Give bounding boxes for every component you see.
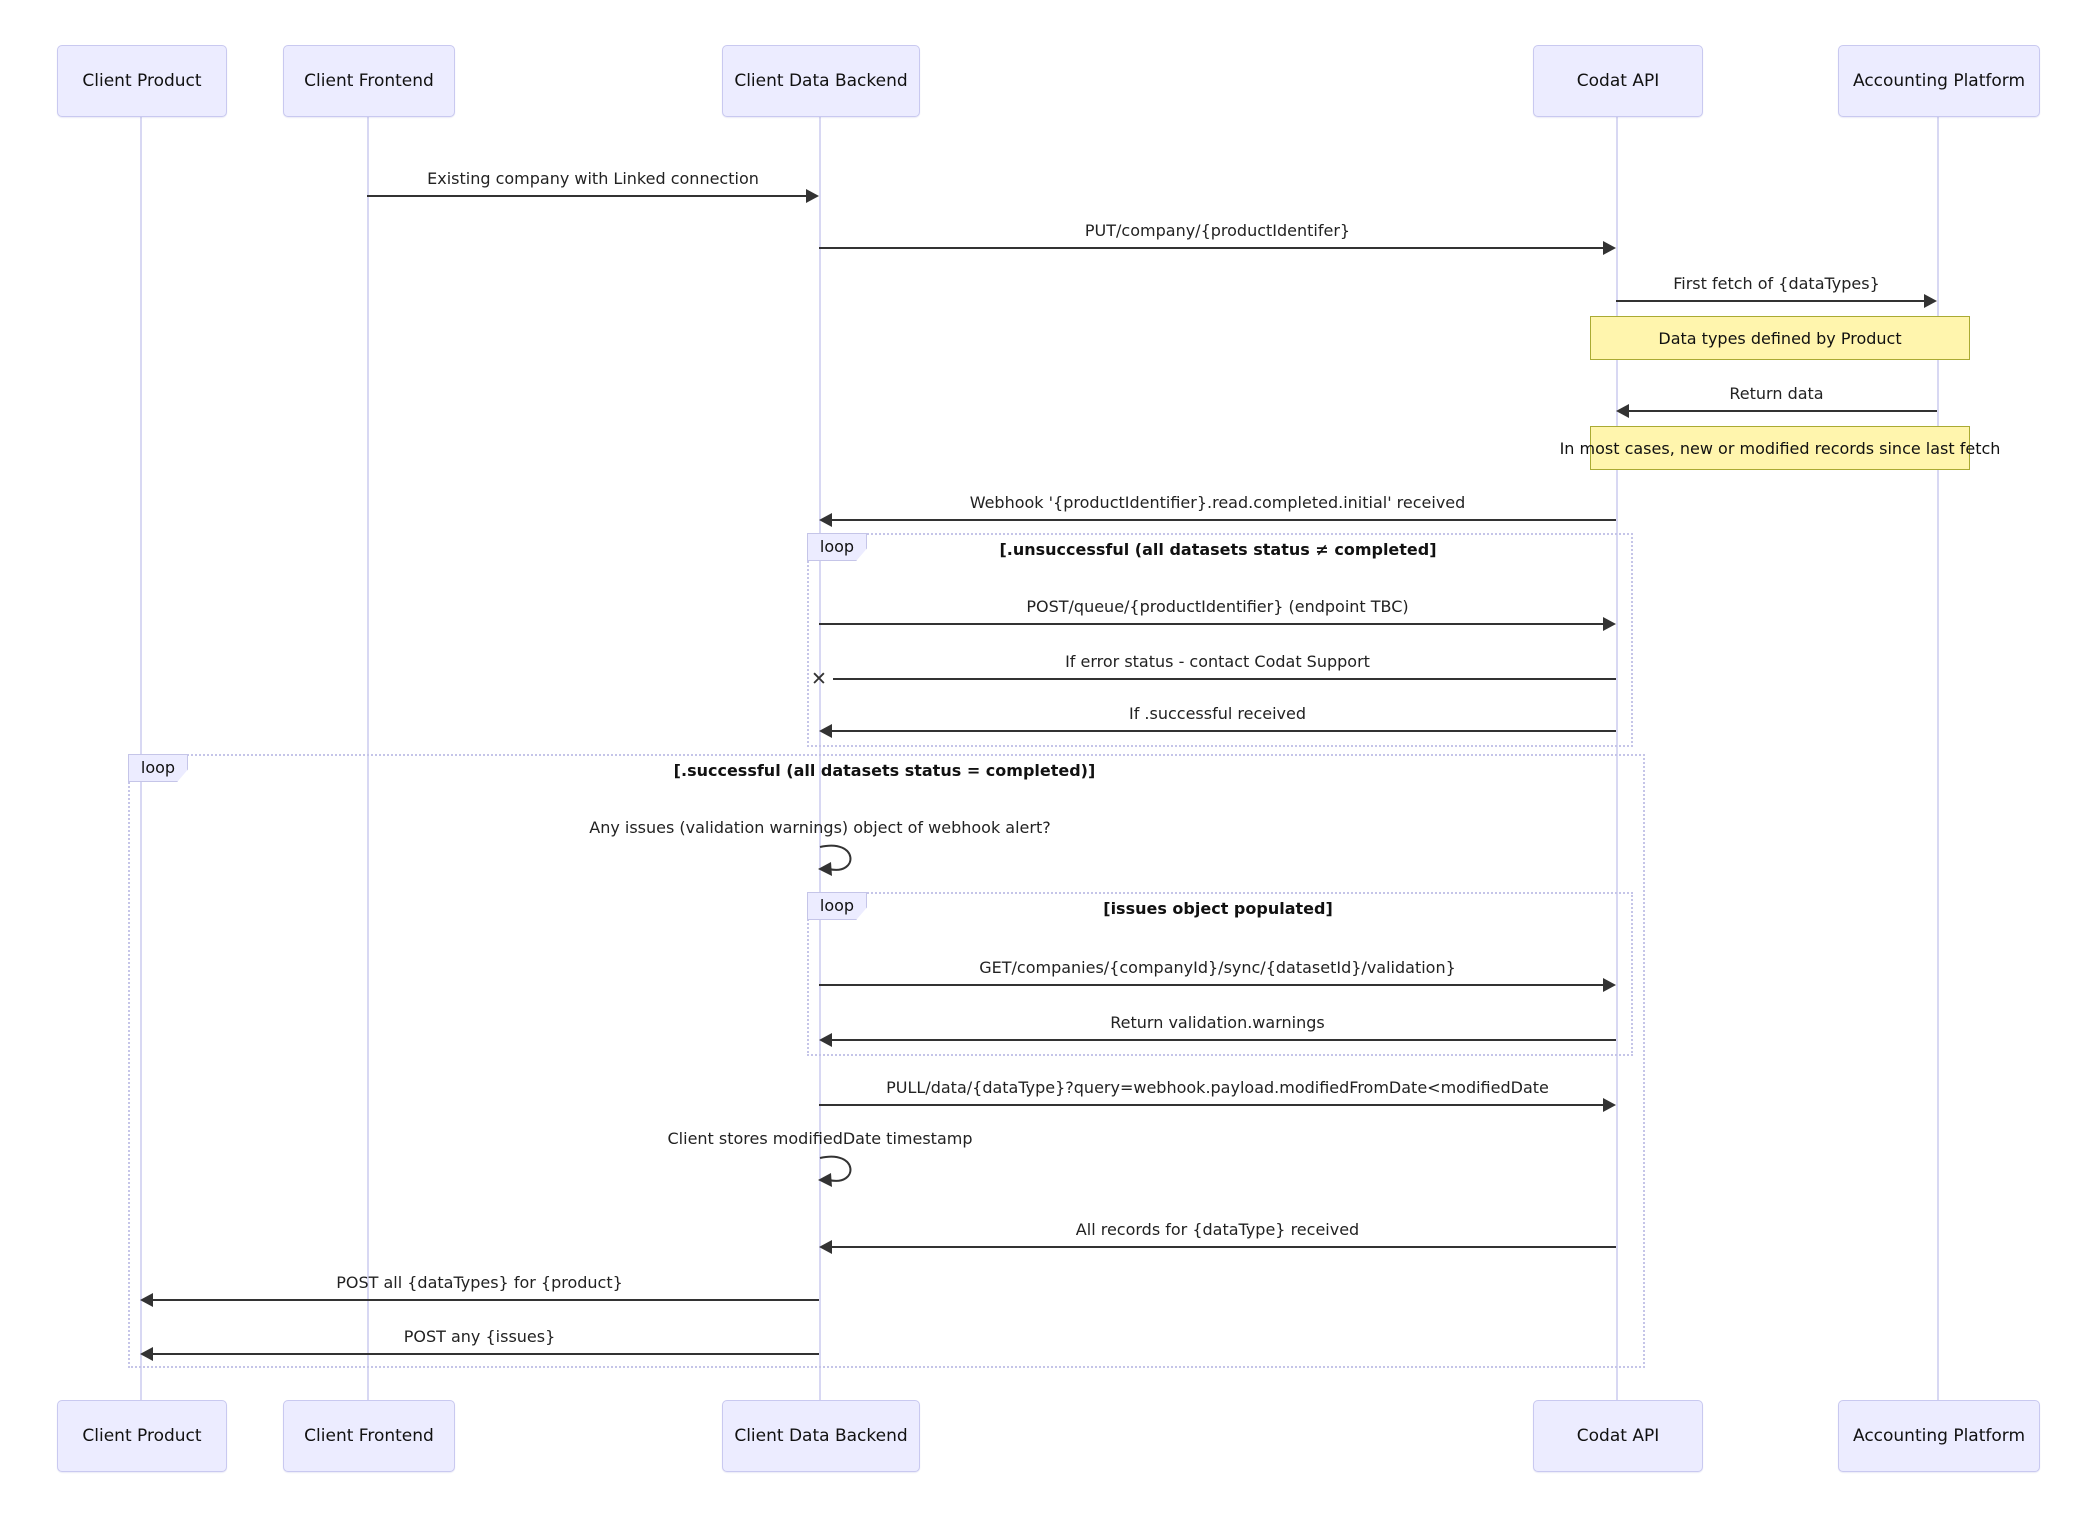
loop-frame-unsuccessful	[807, 533, 1633, 747]
loop-tag: loop	[807, 892, 867, 920]
message-label: POST/queue/{productIdentifier} (endpoint…	[1026, 597, 1409, 616]
participant-bottom-accounting-platform: Accounting Platform	[1838, 1400, 2040, 1472]
message-label: Webhook '{productIdentifier}.read.comple…	[969, 493, 1466, 512]
participant-top-client-product: Client Product	[57, 45, 227, 117]
message-line	[819, 984, 1605, 986]
participant-top-codat-api: Codat API	[1533, 45, 1703, 117]
message-label: POST any {issues}	[403, 1327, 556, 1346]
loop-tag: loop	[128, 754, 188, 782]
message-line	[153, 1299, 819, 1301]
lifeline-client-frontend	[367, 115, 369, 1400]
participant-top-client-data-backend: Client Data Backend	[722, 45, 920, 117]
arrowhead-left-icon	[819, 513, 832, 527]
arrowhead-right-icon	[806, 189, 819, 203]
participant-bottom-client-data-backend: Client Data Backend	[722, 1400, 920, 1472]
lifeline-codat-api	[1616, 115, 1618, 1400]
self-message-label: Client stores modifiedDate timestamp	[667, 1129, 973, 1148]
loop-frame-successful	[128, 754, 1645, 1368]
loop-frame-issues	[807, 892, 1633, 1056]
participant-bottom-client-frontend: Client Frontend	[283, 1400, 455, 1472]
loop-tag: loop	[807, 533, 867, 561]
arrowhead-left-icon	[140, 1293, 153, 1307]
arrowhead-right-icon	[1603, 241, 1616, 255]
message-label: PULL/data/{dataType}?query=webhook.paylo…	[886, 1078, 1549, 1097]
message-label: PUT/company/{productIdentifer}	[1084, 221, 1351, 240]
message-line	[832, 1246, 1616, 1248]
message-line	[819, 247, 1605, 249]
arrowhead-left-icon	[1616, 404, 1629, 418]
message-line	[819, 1104, 1605, 1106]
arrowhead-right-icon	[1924, 294, 1937, 308]
message-line	[1616, 300, 1926, 302]
message-line	[1629, 410, 1937, 412]
message-label: Return validation.warnings	[1110, 1013, 1325, 1032]
message-line	[833, 678, 1616, 680]
arrowhead-left-icon	[819, 1240, 832, 1254]
message-line	[832, 1039, 1616, 1041]
participant-bottom-codat-api: Codat API	[1533, 1400, 1703, 1472]
note: In most cases, new or modified records s…	[1560, 426, 2000, 470]
message-label: All records for {dataType} received	[1075, 1220, 1360, 1239]
arrowhead-right-icon	[1603, 1098, 1616, 1112]
message-label: GET/companies/{companyId}/sync/{datasetI…	[979, 958, 1456, 977]
loop-condition: [.unsuccessful (all datasets status ≠ co…	[999, 540, 1437, 559]
message-label: If error status - contact Codat Support	[1065, 652, 1370, 671]
arrowhead-right-icon	[1603, 978, 1616, 992]
self-loop-arrow-icon	[818, 844, 852, 876]
message-label: Return data	[1729, 384, 1824, 403]
self-loop-arrow-icon	[818, 1155, 852, 1187]
loop-condition: [issues object populated]	[1103, 899, 1333, 918]
participant-top-client-frontend: Client Frontend	[283, 45, 455, 117]
participant-bottom-client-product: Client Product	[57, 1400, 227, 1472]
message-line	[153, 1353, 819, 1355]
x-terminator-icon: ✕	[811, 668, 827, 690]
arrowhead-left-icon	[819, 724, 832, 738]
lifeline-accounting-platform	[1937, 115, 1939, 1400]
message-line	[819, 623, 1605, 625]
arrowhead-right-icon	[1603, 617, 1616, 631]
message-label: If .successful received	[1128, 704, 1307, 723]
arrowhead-left-icon	[140, 1347, 153, 1361]
message-label: First fetch of {dataTypes}	[1673, 274, 1880, 293]
message-line	[832, 730, 1616, 732]
message-line	[832, 519, 1616, 521]
loop-condition: [.successful (all datasets status = comp…	[673, 761, 1096, 780]
arrowhead-left-icon	[819, 1033, 832, 1047]
participant-top-accounting-platform: Accounting Platform	[1838, 45, 2040, 117]
note: Data types defined by Product	[1590, 316, 1970, 360]
self-message-label: Any issues (validation warnings) object …	[589, 818, 1051, 837]
lifeline-client-data-backend	[819, 115, 821, 1400]
message-label: Existing company with Linked connection	[427, 169, 759, 188]
message-label: POST all {dataTypes} for {product}	[336, 1273, 623, 1292]
message-line	[367, 195, 808, 197]
